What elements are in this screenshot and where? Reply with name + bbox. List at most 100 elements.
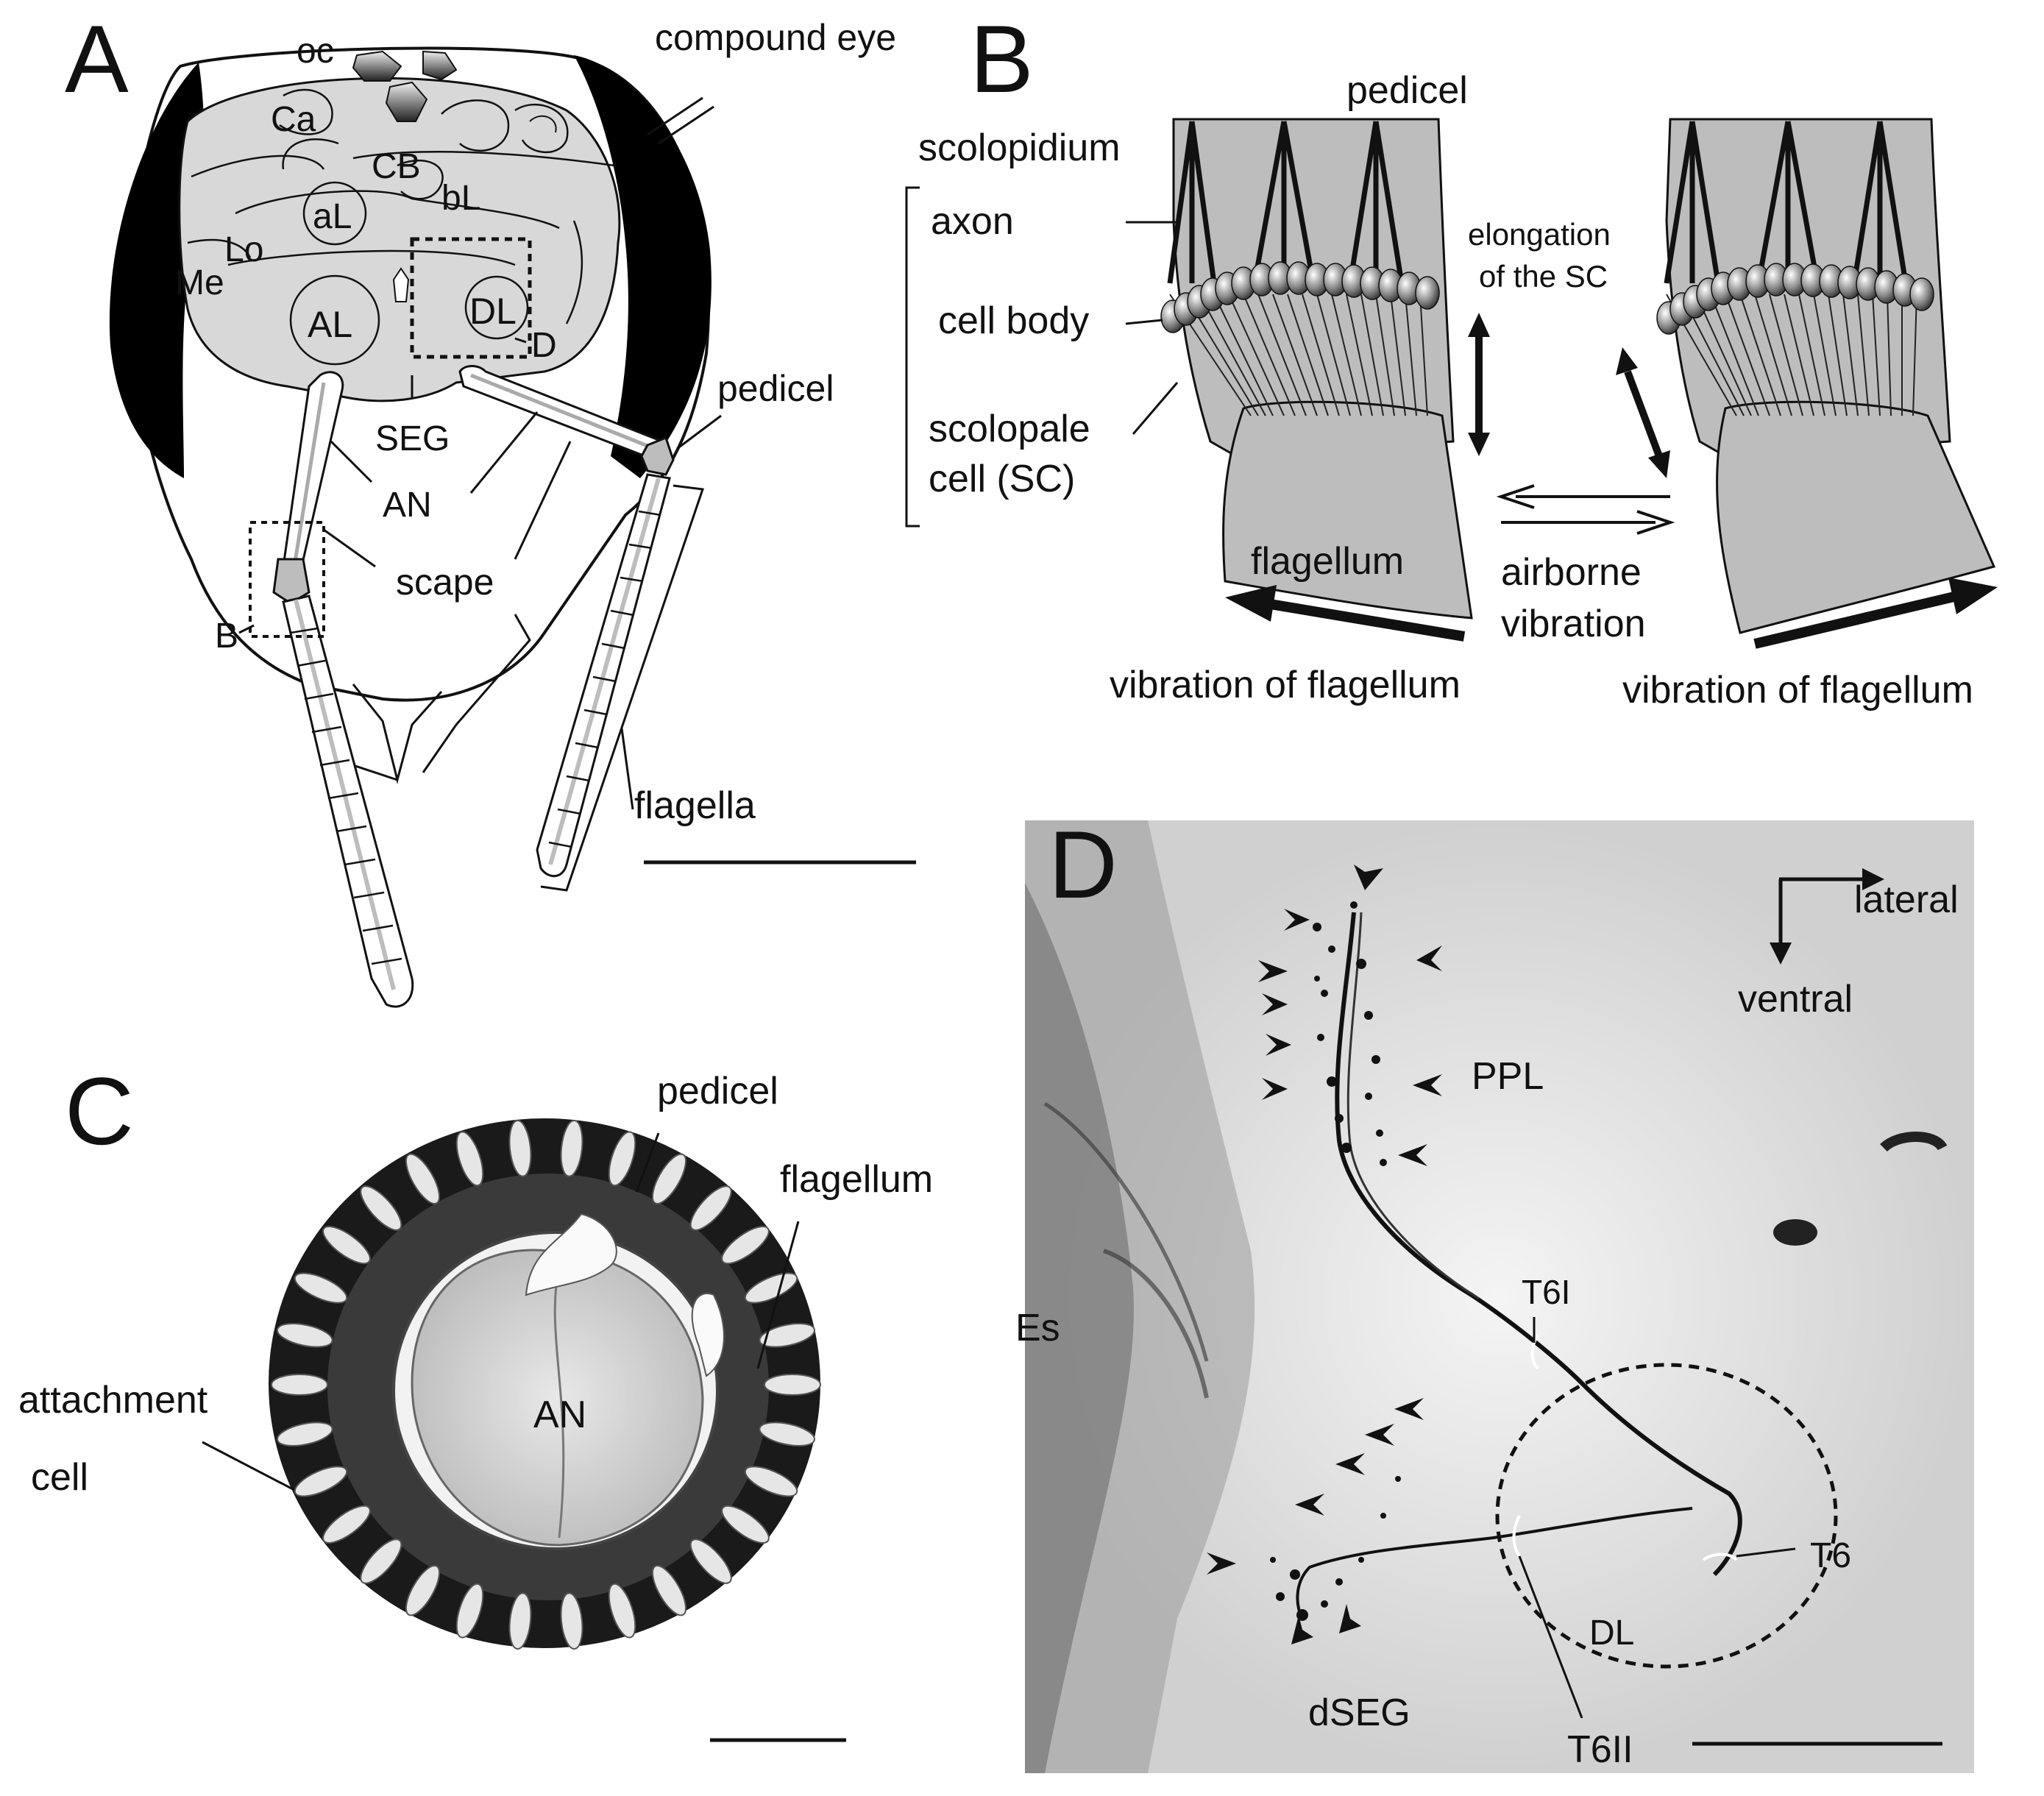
panel-a-leader-lines xyxy=(238,96,722,810)
label-compound-eye: compound eye xyxy=(655,17,896,58)
label-vib-left: vibration of flagellum xyxy=(1110,664,1461,706)
label-pedicel-c: pedicel xyxy=(657,1070,778,1112)
attachment-cell xyxy=(608,1131,636,1187)
right-flagellum-segments xyxy=(548,510,661,848)
label-scape: scape xyxy=(396,561,494,603)
airborne-vibration-arrows xyxy=(1496,484,1675,535)
debris-mark xyxy=(1773,1219,1817,1246)
label-t6: T6 xyxy=(1810,1536,1851,1575)
panel-c-leader-lines xyxy=(202,1132,800,1491)
vibration-arrow-left xyxy=(1225,585,1466,642)
mouthparts xyxy=(422,614,531,773)
ppl-varicosities xyxy=(1313,901,1387,1166)
label-vib-right: vibration of flagellum xyxy=(1622,669,1973,711)
nerve-split-line xyxy=(553,1265,565,1538)
label-axon: axon xyxy=(931,200,1014,243)
label-lateral: lateral xyxy=(1854,879,1959,921)
right-scape-nerve xyxy=(470,373,659,452)
brain-boundary-line xyxy=(191,155,325,178)
panel-b-leader-lines xyxy=(1125,221,1179,435)
panel-b-letter: B xyxy=(970,5,1034,113)
label-me: Me xyxy=(175,263,224,302)
panel-c: C pedicel flagellum attachment cell AN xyxy=(18,1057,933,1742)
dorsal-lobe-outline xyxy=(464,275,529,340)
esophagus-foramen xyxy=(392,267,410,302)
calyx-outline xyxy=(282,138,339,170)
attachment-cell xyxy=(651,1565,687,1616)
region-box-d xyxy=(410,237,532,359)
label-vibration: vibration xyxy=(1501,603,1646,645)
right-scolopidia xyxy=(1664,121,1909,284)
label-al-lower: aL xyxy=(313,197,352,236)
attachment-cell xyxy=(689,1538,732,1584)
label-oc: oc xyxy=(297,32,334,71)
attachment-cell xyxy=(689,1185,732,1231)
right-compound-eye xyxy=(574,55,712,478)
label-attachment: attachment xyxy=(18,1379,208,1421)
left-flagellum-segments xyxy=(290,627,402,965)
arrowheads-dseg xyxy=(1207,1398,1424,1644)
arrowheads-ppl xyxy=(1258,865,1442,1166)
attachment-cells-ring xyxy=(271,1119,821,1650)
antennal-lobe-outline xyxy=(289,274,380,366)
label-scolopale-1: scolopale xyxy=(929,408,1090,450)
label-scolopidium: scolopidium xyxy=(918,127,1121,169)
region-box-b xyxy=(249,521,325,638)
label-cb: CB xyxy=(372,147,421,186)
attachment-cell xyxy=(508,1119,532,1177)
panel-d: D lateral ventral PPL Es T6I T6 DL T6II … xyxy=(1015,811,1974,1773)
attachment-cell xyxy=(455,1583,484,1639)
attachment-cell xyxy=(294,1466,348,1497)
attachment-cell xyxy=(322,1226,371,1265)
attachment-cell xyxy=(721,1505,770,1544)
attachment-cell xyxy=(608,1583,636,1639)
elongation-arrow-left xyxy=(1468,313,1490,456)
panel-c-letter: C xyxy=(65,1057,134,1165)
attachment-cell xyxy=(759,1322,815,1348)
neuron-dseg-branch xyxy=(1296,1507,1693,1619)
cut-marks xyxy=(1512,1334,1738,1561)
label-d: D xyxy=(531,326,557,365)
label-t6ii: T6II xyxy=(1567,1728,1633,1771)
attachment-cell xyxy=(744,1272,798,1304)
antennal-nerve-section xyxy=(411,1249,704,1547)
trachea-left xyxy=(525,1213,617,1296)
debris-mark xyxy=(1880,1132,1948,1152)
calyx-outline xyxy=(514,103,569,154)
attachment-cell xyxy=(759,1421,815,1447)
label-lo: Lo xyxy=(224,230,263,269)
flagella-bracket xyxy=(540,484,705,892)
label-airborne: airborne xyxy=(1501,551,1642,594)
attachment-cell xyxy=(744,1466,798,1497)
label-elongation-2: of the SC xyxy=(1479,259,1608,294)
left-flagellum-block xyxy=(1222,400,1473,620)
alpha-lobe-outline xyxy=(302,181,367,246)
brain-boundary-line xyxy=(565,220,583,324)
vibration-arrow-right xyxy=(1753,578,1998,649)
panel-d-letter: D xyxy=(1048,811,1118,918)
label-cell-body: cell body xyxy=(938,299,1089,342)
panel-a: A xyxy=(65,5,916,1008)
label-dl: DL xyxy=(469,291,517,332)
attachment-cell xyxy=(294,1272,348,1304)
trachea-right xyxy=(691,1293,725,1377)
attachment-cell xyxy=(560,1119,583,1177)
label-flagellum-b: flagellum xyxy=(1251,540,1404,583)
attachment-cell xyxy=(455,1131,484,1187)
right-flagellum-block xyxy=(1716,400,1996,634)
ocellus-right xyxy=(422,50,458,81)
label-seg: SEG xyxy=(375,419,450,458)
attachment-cell xyxy=(271,1374,328,1396)
attachment-cell xyxy=(764,1374,821,1396)
label-elongation-1: elongation xyxy=(1468,217,1611,252)
tissue-dark-band xyxy=(1025,883,1134,1773)
attachment-cell xyxy=(322,1505,371,1544)
brain-boundary-line xyxy=(352,151,615,167)
attachment-cell xyxy=(560,1592,583,1650)
label-flagellum-c: flagellum xyxy=(780,1158,933,1201)
label-an: AN xyxy=(383,486,432,525)
attachment-cell xyxy=(508,1592,532,1650)
right-flagellum-nerve xyxy=(548,478,661,865)
label-al-upper: AL xyxy=(308,304,352,345)
